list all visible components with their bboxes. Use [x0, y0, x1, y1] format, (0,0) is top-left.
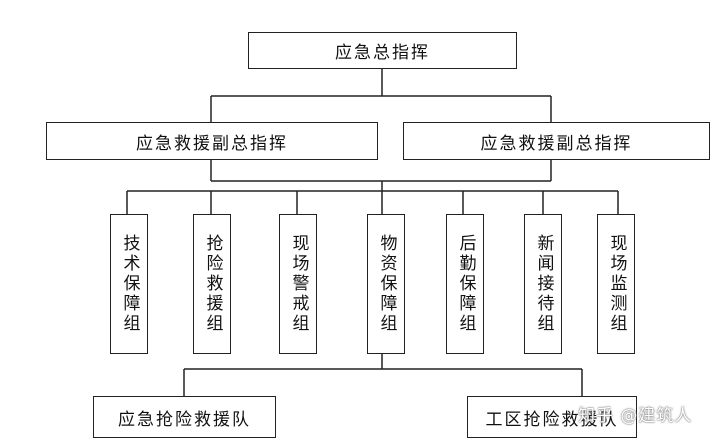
group-box-technical: 技术保障组	[110, 214, 148, 354]
group-label: 新闻接待组	[533, 234, 554, 334]
group-label: 技术保障组	[119, 234, 140, 334]
group-label: 现场警戒组	[288, 234, 309, 334]
group-label: 抢险救援组	[202, 234, 223, 334]
group-label: 现场监测组	[606, 234, 627, 334]
team-label: 应急抢险救援队	[118, 409, 251, 430]
group-box-supplies: 物资保障组	[367, 214, 405, 354]
group-box-press: 新闻接待组	[524, 214, 562, 354]
team-box-work-area: 工区抢险救援队	[467, 396, 637, 438]
group-box-logistics: 后勤保障组	[446, 214, 484, 354]
group-box-rescue: 抢险救援组	[193, 214, 231, 354]
watermark: 知乎 @建筑人	[578, 406, 693, 426]
group-label: 物资保障组	[376, 234, 397, 334]
commander-label: 应急总指挥	[335, 43, 430, 63]
deputy-box-right: 应急救援副总指挥	[403, 122, 710, 160]
group-box-monitoring: 现场监测组	[597, 214, 635, 354]
deputy-label: 应急救援副总指挥	[136, 133, 288, 154]
commander-box: 应急总指挥	[248, 32, 517, 69]
team-box-emergency: 应急抢险救援队	[93, 396, 276, 438]
deputy-label: 应急救援副总指挥	[480, 133, 633, 154]
group-label: 后勤保障组	[455, 234, 476, 334]
deputy-box-left: 应急救援副总指挥	[46, 122, 378, 160]
group-box-security: 现场警戒组	[279, 214, 317, 354]
team-label: 工区抢险救援队	[485, 409, 619, 430]
